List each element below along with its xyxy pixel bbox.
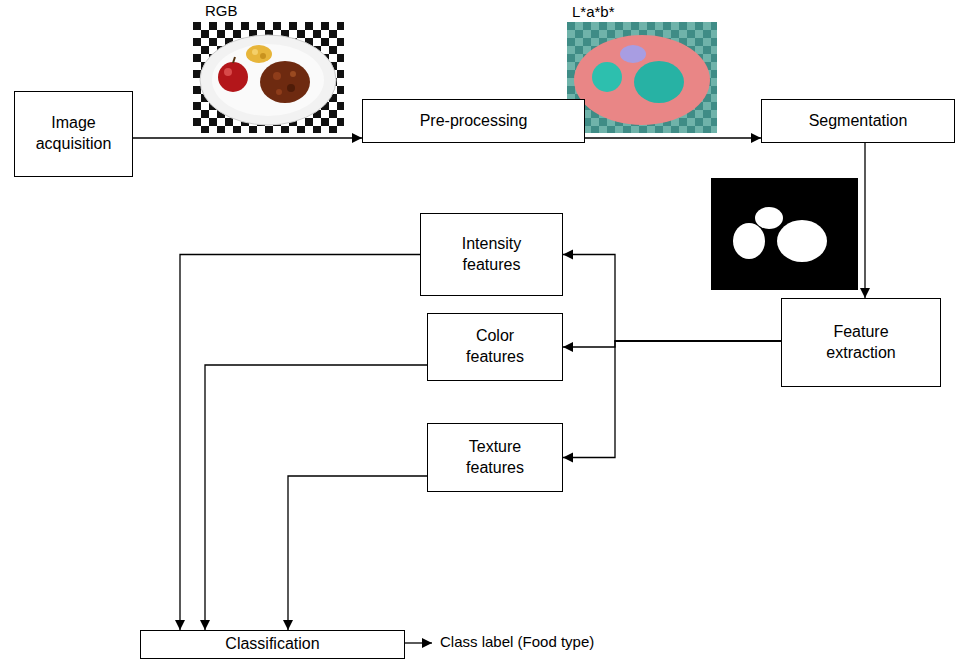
box-label: Pre-processing — [420, 111, 528, 132]
flow-arrow — [133, 137, 362, 138]
box-label: Intensity features — [462, 234, 522, 276]
process-box: Intensity features — [420, 213, 563, 296]
flow-arrow — [205, 365, 427, 630]
box-label: Segmentation — [809, 111, 908, 132]
process-box: Feature extraction — [781, 298, 941, 387]
output-label: Class label (Food type) — [440, 633, 594, 652]
rgb-image — [193, 22, 344, 133]
image-caption: RGB — [205, 2, 238, 21]
process-box: Image acquisition — [14, 91, 133, 177]
box-label: Color features — [466, 326, 524, 368]
process-box: Segmentation — [761, 99, 955, 143]
image-caption: L*a*b* — [572, 3, 615, 22]
box-label: Texture features — [466, 437, 524, 479]
segmentation-mask — [711, 178, 858, 290]
process-box: Color features — [427, 313, 563, 381]
flow-arrow — [563, 341, 781, 458]
flow-arrow — [288, 476, 427, 630]
box-label: Classification — [225, 634, 319, 655]
flow-arrow — [563, 255, 781, 342]
box-label: Image acquisition — [36, 113, 112, 155]
process-box: Classification — [140, 630, 405, 659]
process-box: Texture features — [427, 423, 563, 492]
flow-arrow — [585, 137, 761, 138]
output-arrow — [405, 642, 432, 643]
process-box: Pre-processing — [362, 99, 585, 143]
box-label: Feature extraction — [826, 322, 895, 364]
flow-arrow — [563, 341, 781, 347]
flow-arrow — [180, 255, 420, 631]
lab-image — [567, 22, 717, 133]
flow-arrow — [864, 143, 865, 298]
